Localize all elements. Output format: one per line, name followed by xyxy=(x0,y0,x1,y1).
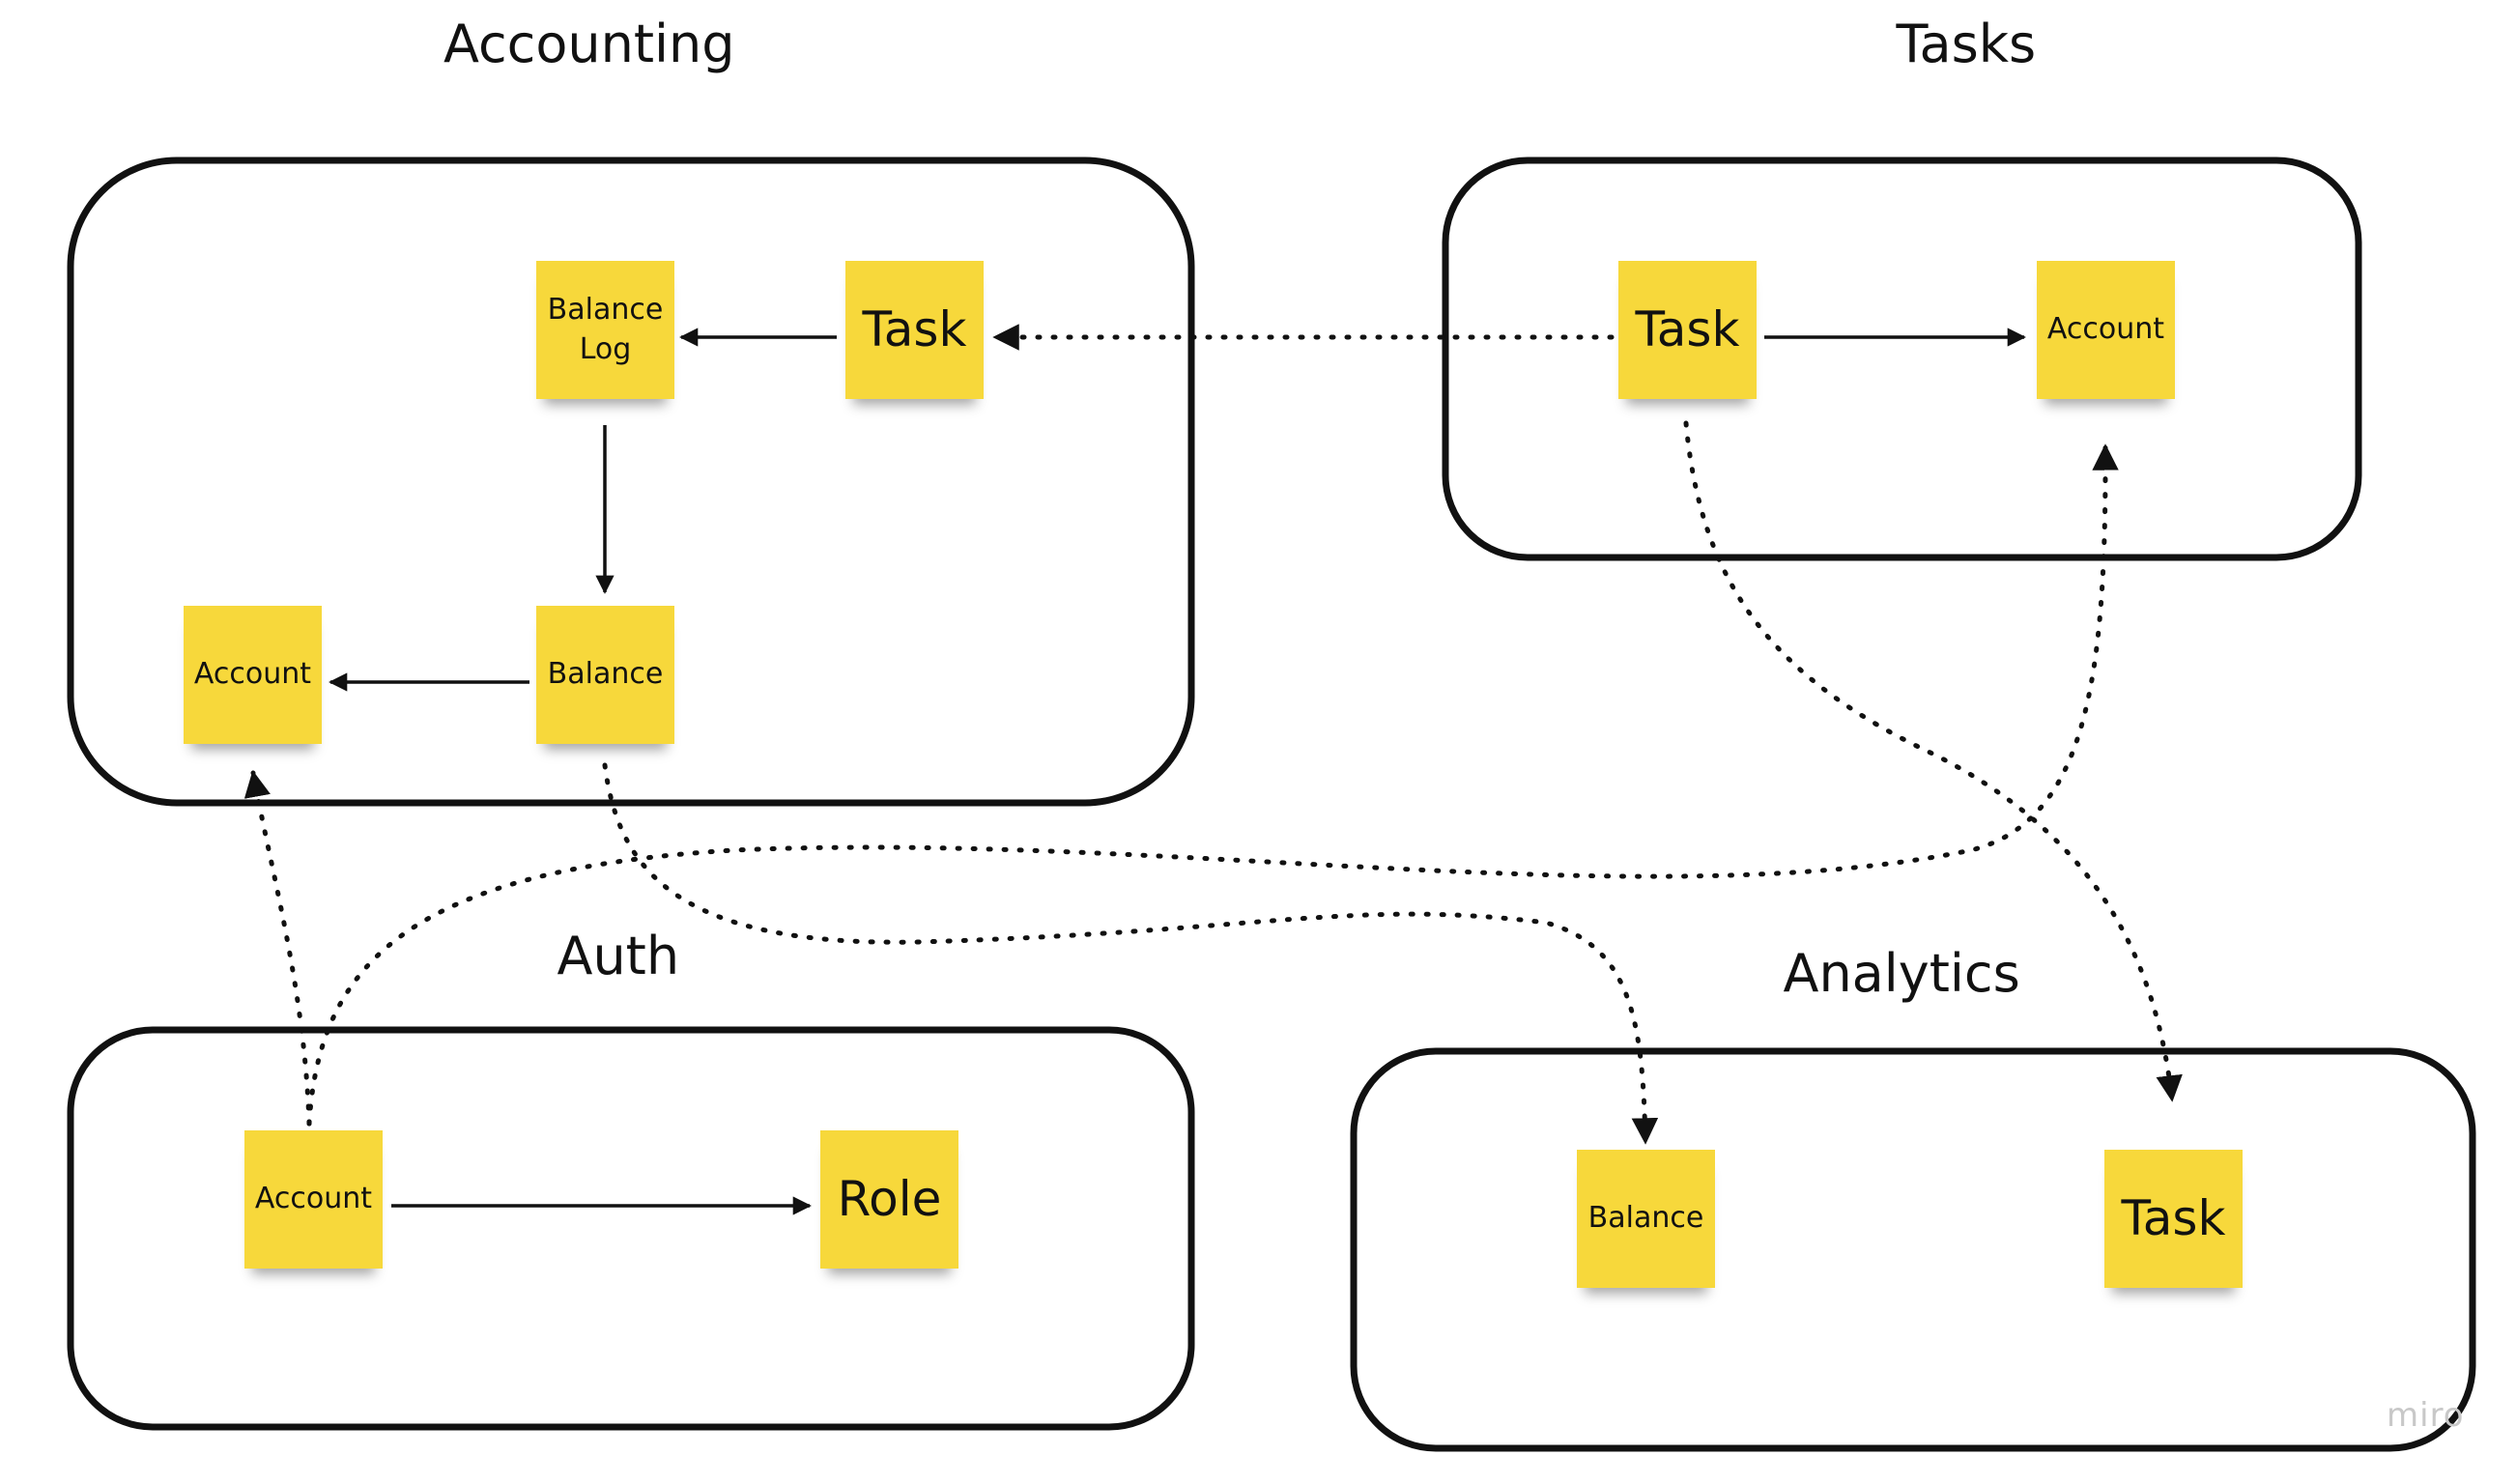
analytics-balance-sticky[interactable]: Balance xyxy=(1577,1150,1715,1288)
dotted-arrow-auth-account-to-accounting-account xyxy=(243,770,312,1127)
analytics-title: Analytics xyxy=(1783,943,2020,1004)
tasks-title: Tasks xyxy=(1896,14,2037,74)
auth-account-sticky[interactable]: Account xyxy=(244,1130,383,1269)
auth-role-sticky[interactable]: Role xyxy=(820,1130,958,1269)
analytics-task-sticky[interactable]: Task xyxy=(2104,1150,2243,1288)
tasks-task-sticky[interactable]: Task xyxy=(1618,261,1757,399)
auth-title: Auth xyxy=(557,926,680,986)
tasks-account-sticky[interactable]: Account xyxy=(2037,261,2175,399)
accounting-task-sticky[interactable]: Task xyxy=(845,261,984,399)
dotted-arrow-auth-account-to-tasks-account xyxy=(306,443,2119,1127)
auth-group-frame xyxy=(67,1026,1195,1431)
accounting-group-frame xyxy=(67,157,1195,807)
dotted-arrow-tasks-task-to-analytics-task xyxy=(1683,420,2183,1102)
tasks-group-frame xyxy=(1442,157,2362,561)
accounting-title: Accounting xyxy=(443,14,735,74)
accounting-balance-log-sticky[interactable]: Balance Log xyxy=(536,261,674,399)
analytics-group-frame xyxy=(1350,1047,2476,1452)
dotted-arrow-balance-to-analytics-balance xyxy=(602,762,1659,1145)
accounting-balance-sticky[interactable]: Balance xyxy=(536,606,674,744)
miro-watermark: miro xyxy=(2387,1396,2465,1435)
accounting-account-sticky[interactable]: Account xyxy=(184,606,322,744)
